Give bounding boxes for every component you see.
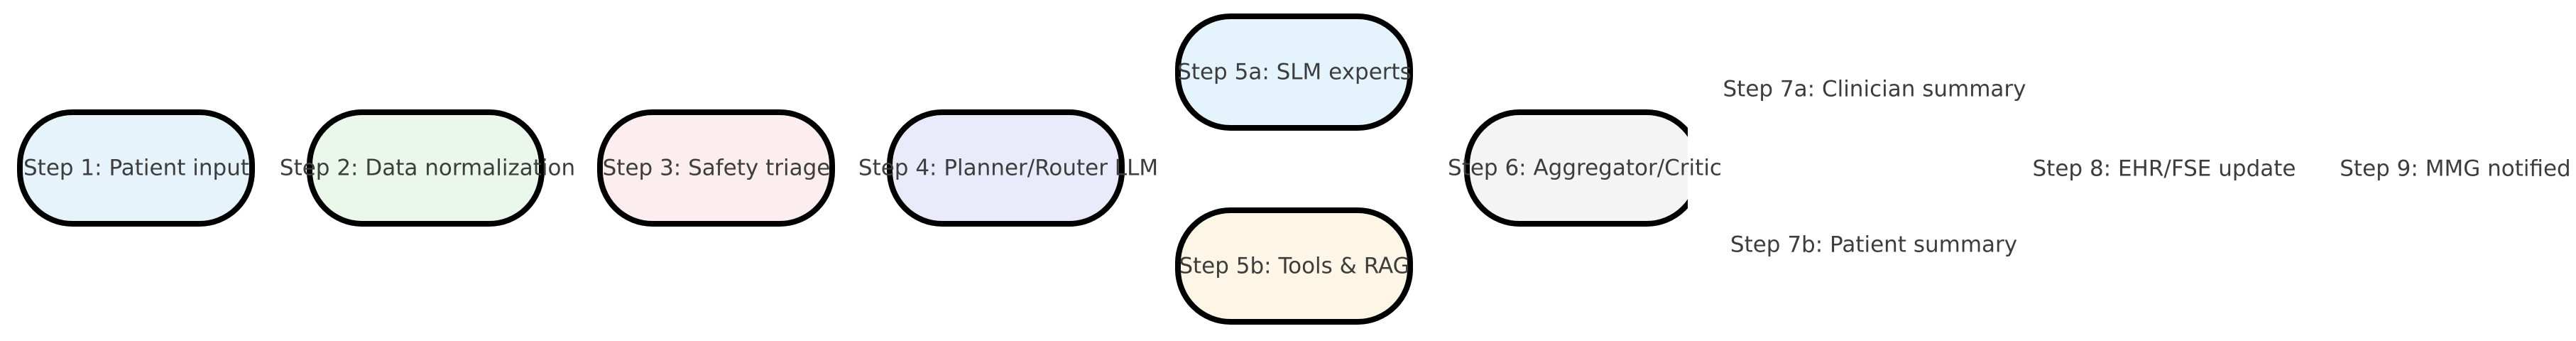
node-step8-label: Step 8: EHR/FSE update — [2032, 156, 2296, 182]
node-step6-shape — [1464, 109, 1688, 227]
node-step7a-label: Step 7a: Clinician summary — [1723, 76, 2026, 102]
node-step5b-shape — [1175, 207, 1413, 325]
node-step6-clip-region — [1464, 109, 1688, 227]
node-step2-shape — [307, 109, 545, 227]
node-step5b-label: Step 5b: Tools & RAG — [1179, 253, 1410, 279]
node-step5a-shape — [1175, 13, 1413, 131]
node-step3-label: Step 3: Safety triage — [602, 155, 831, 181]
node-step6-label: Step 6: Aggregator/Critic — [1448, 155, 1722, 181]
node-step7b-label: Step 7b: Patient summary — [1730, 232, 2018, 258]
node-step3-shape — [597, 109, 835, 227]
node-step9-label: Step 9: MMG notified — [2340, 156, 2571, 182]
node-step1-label: Step 1: Patient input — [23, 155, 249, 181]
node-step1-shape — [17, 109, 255, 227]
node-step4-shape — [887, 109, 1125, 227]
node-step5a-label: Step 5a: SLM experts — [1177, 59, 1412, 85]
node-step2-label: Step 2: Data normalization — [279, 155, 576, 181]
node-step4-label: Step 4: Planner/Router LLM — [858, 155, 1159, 181]
